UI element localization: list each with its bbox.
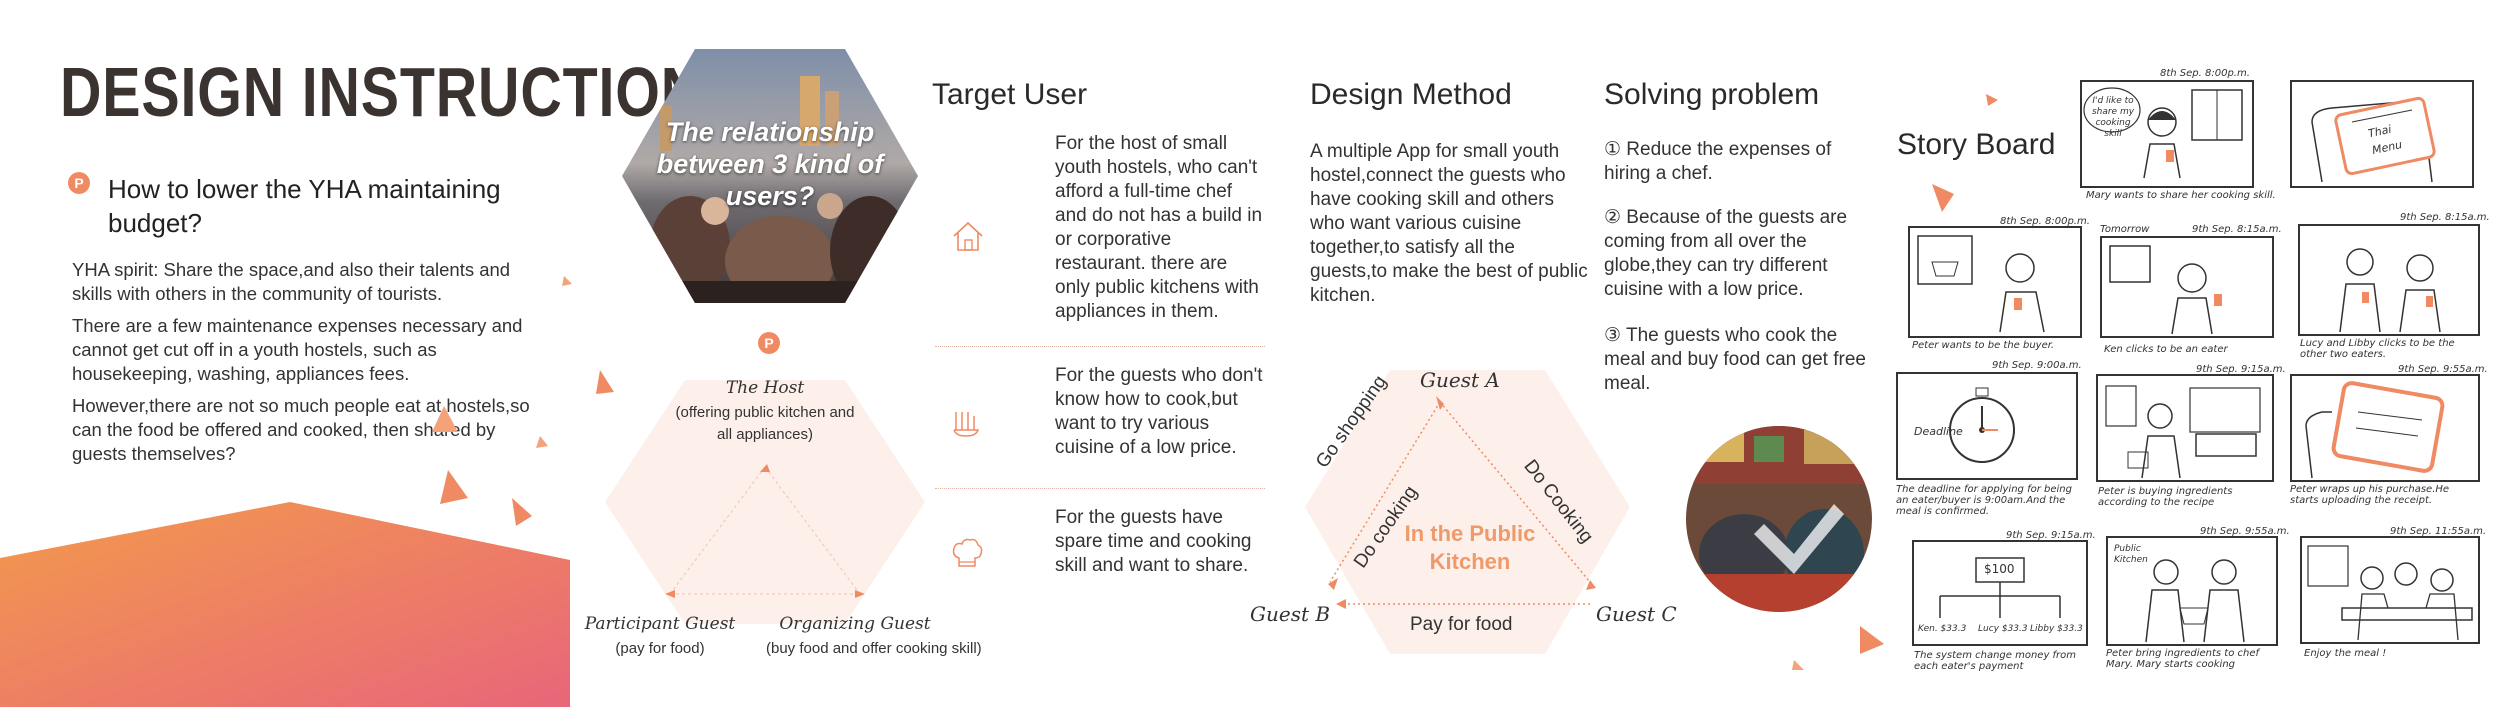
story-board-heading: Story Board bbox=[1897, 128, 2056, 161]
split-ken: Ken. $33.3 bbox=[1918, 624, 1967, 634]
storyboard-caption: Mary wants to share her cooking skill. bbox=[2086, 190, 2276, 201]
relation-badge-icon: P bbox=[758, 332, 780, 354]
guest-b-label: Guest B bbox=[1250, 602, 1331, 626]
storyboard-panel-10: Public Kitchen bbox=[2106, 536, 2278, 646]
participant-guest-description: (pay for food) bbox=[615, 640, 705, 657]
decor-triangle bbox=[562, 276, 572, 286]
divider bbox=[935, 346, 1265, 347]
target-user-item-2: For the guests who don't know how to coo… bbox=[1055, 365, 1263, 458]
host-title: The Host bbox=[725, 378, 805, 398]
decor-triangle bbox=[1986, 94, 1998, 106]
main-question: How to lower the YHA maintaining budget? bbox=[108, 174, 501, 238]
intro-paragraph-2: There are a few maintenance expenses nec… bbox=[72, 315, 523, 384]
host-description: (offering public kitchen and all applian… bbox=[675, 404, 855, 443]
organizing-guest-description: (buy food and offer cooking skill) bbox=[766, 640, 982, 657]
storyboard-caption: The deadline for applying for being an e… bbox=[1896, 484, 2072, 517]
storyboard-panel-8 bbox=[2290, 374, 2480, 482]
storyboard-panel-7 bbox=[2096, 374, 2274, 482]
split-lucy: Lucy $33.3 bbox=[1978, 624, 2028, 634]
target-user-heading: Target User bbox=[932, 78, 1088, 111]
storyboard-panel-1: I'd like to share my cooking skill bbox=[2080, 80, 2254, 188]
storyboard-date: 9th Sep. 8:15a.m. bbox=[2400, 212, 2490, 223]
relationship-hexagon-bg bbox=[605, 380, 925, 624]
solving-item-1: ① Reduce the expenses of hiring a chef. bbox=[1604, 139, 1832, 184]
target-user-item-1: For the host of small youth hostels, who… bbox=[1055, 133, 1263, 322]
decor-triangle bbox=[440, 470, 468, 504]
storyboard-caption: Peter wraps up his purchase.He starts up… bbox=[2290, 484, 2450, 506]
design-method-heading: Design Method bbox=[1310, 78, 1512, 111]
decor-triangle bbox=[536, 436, 548, 448]
organizing-guest-title: Organizing Guest bbox=[779, 614, 931, 634]
intro-paragraph-3: However,there are not so much people eat… bbox=[72, 395, 530, 464]
storyboard-date: 9th Sep. 9:55a.m. bbox=[2398, 364, 2488, 375]
page-title: DESIGN INSTRUCTION bbox=[60, 53, 703, 131]
deadline-label: Deadline bbox=[1914, 425, 1963, 438]
solving-item-3: ③ The guests who cook the meal and buy f… bbox=[1604, 325, 1866, 394]
relationship-diagram bbox=[605, 380, 925, 624]
intro-paragraph-1: YHA spirit: Share the space,and also the… bbox=[72, 259, 511, 304]
storyboard-caption: Ken clicks to be an eater bbox=[2104, 344, 2228, 355]
hand-icon bbox=[953, 412, 980, 437]
storyboard-panel-6: Deadline bbox=[1896, 372, 2078, 480]
storyboard-date: 9th Sep. 11:55a.m. bbox=[2390, 526, 2487, 537]
storyboard-caption: Lucy and Libby clicks to be the other tw… bbox=[2300, 338, 2455, 360]
question-badge-icon: P bbox=[68, 172, 90, 194]
storyboard-caption: Enjoy the meal ! bbox=[2304, 648, 2387, 659]
storyboard-date: 9th Sep. 9:00a.m. bbox=[1992, 360, 2082, 371]
amount-label: $100 bbox=[1984, 562, 2015, 576]
storyboard-panel-9: $100 Ken. $33.3 Lucy $33.3 Libby $33.3 bbox=[1912, 540, 2088, 646]
storyboard-date: 9th Sep. 8:15a.m. bbox=[2192, 224, 2282, 235]
split-libby: Libby $33.3 bbox=[2030, 624, 2083, 634]
decor-triangle bbox=[1860, 626, 1884, 654]
participant-guest-title: Participant Guest bbox=[584, 614, 736, 634]
storyboard-panel-2: Thai Menu bbox=[2290, 80, 2474, 188]
kitchen-center-label: In the Public Kitchen bbox=[1404, 521, 1536, 574]
gradient-corner-shape bbox=[0, 502, 570, 707]
target-user-item-3: For the guests have spare time and cooki… bbox=[1055, 507, 1252, 576]
public-kitchen-label: Public Kitchen bbox=[2114, 544, 2148, 565]
decor-triangle bbox=[512, 498, 532, 526]
kitchen-round-photo bbox=[1686, 426, 1872, 612]
decor-triangle bbox=[1792, 660, 1804, 670]
storyboard-date: 8th Sep. 8:00p.m. bbox=[2000, 216, 2090, 227]
storyboard-extra: Tomorrow bbox=[2100, 224, 2150, 235]
storyboard-caption: The system change money from each eater'… bbox=[1914, 650, 2077, 672]
guest-c-label: Guest C bbox=[1596, 602, 1677, 626]
storyboard-panel-3 bbox=[1908, 226, 2082, 338]
decor-triangle bbox=[1932, 184, 1954, 212]
public-kitchen-diagram bbox=[1305, 370, 1630, 654]
storyboard-date: 9th Sep. 9:55a.m. bbox=[2200, 526, 2290, 537]
chef-hat-icon bbox=[952, 538, 983, 567]
storyboard-date: 8th Sep. 8:00p.m. bbox=[2160, 68, 2250, 79]
storyboard-panel-4 bbox=[2100, 236, 2274, 338]
design-method-text: A multiple App for small youth hostel,co… bbox=[1310, 141, 1588, 306]
storyboard-panel-11 bbox=[2300, 536, 2480, 644]
hostel-photo-hexagon bbox=[622, 49, 918, 303]
solving-problem-heading: Solving problem bbox=[1604, 78, 1820, 111]
divider bbox=[935, 488, 1265, 489]
storyboard-caption: Peter bring ingredients to chef Mary. Ma… bbox=[2106, 648, 2260, 670]
kitchen-hexagon-bg bbox=[1305, 370, 1630, 654]
storyboard-date: 9th Sep. 9:15a.m. bbox=[2006, 530, 2096, 541]
pay-for-food-label: Pay for food bbox=[1410, 614, 1513, 635]
storyboard-panel-5 bbox=[2298, 224, 2480, 336]
solving-item-2: ② Because of the guests are coming from … bbox=[1604, 207, 1848, 300]
decor-triangle bbox=[596, 370, 614, 394]
storyboard-caption: Peter is buying ingredients according to… bbox=[2098, 486, 2233, 508]
speech-bubble: I'd like to share my cooking skill bbox=[2091, 96, 2135, 139]
photo-hexagon-caption: The relationship between 3 kind of users… bbox=[656, 117, 884, 211]
storyboard-caption: Peter wants to be the buyer. bbox=[1912, 340, 2055, 351]
storyboard-date: 9th Sep. 9:15a.m. bbox=[2196, 364, 2286, 375]
guest-a-label: Guest A bbox=[1420, 368, 1500, 392]
house-icon bbox=[953, 221, 983, 251]
decor-triangle bbox=[432, 406, 458, 432]
